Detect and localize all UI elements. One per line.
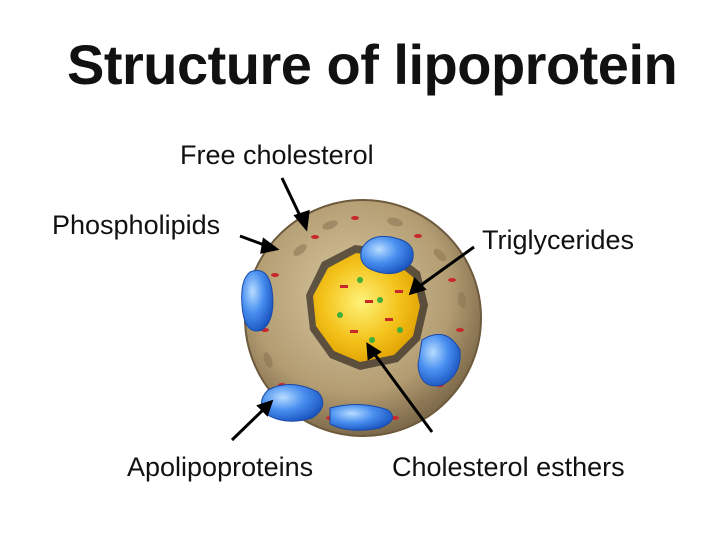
arrow-free-cholesterol (280, 177, 304, 221)
label-cholesterol-esthers: Cholesterol esthers (392, 452, 625, 482)
label-phospholipids: Phospholipids (52, 210, 221, 240)
pointer-arrows (230, 177, 475, 442)
apolipoprotein-blobs (241, 235, 461, 431)
label-triglycerides: Triglycerides (482, 225, 635, 255)
page-title: Structure of lipoprotein (67, 33, 678, 96)
triglyceride-core (313, 253, 420, 362)
arrow-triglycerides (416, 245, 475, 290)
cholesterol-ester-molecules (337, 277, 403, 343)
arrow-cholesterol-esthers (371, 351, 434, 433)
label-free-cholesterol: Free cholesterol (180, 140, 374, 170)
label-apolipoproteins: Apolipoproteins (127, 452, 314, 482)
arrow-apolipoproteins (230, 406, 267, 442)
